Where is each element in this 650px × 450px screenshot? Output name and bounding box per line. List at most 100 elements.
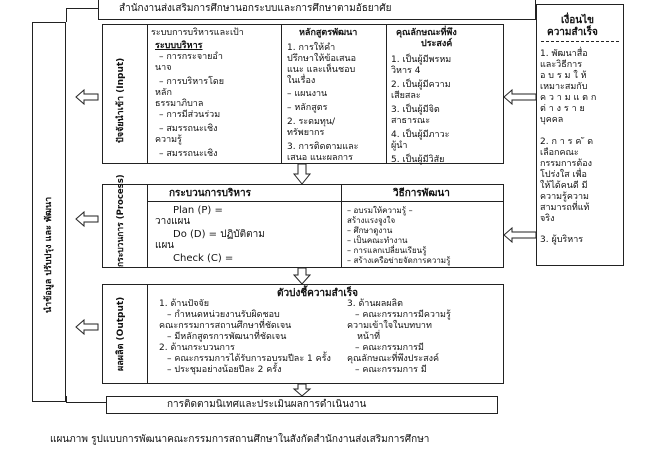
list-item: และวิธีการ <box>540 60 583 70</box>
list-item: วิหาร 4 <box>391 66 421 76</box>
monitoring-box: การติดตามนิเทศและประเมินผลการดำเนินงาน <box>106 396 498 414</box>
input-col1-header: ระบบการบริหารและเป้า <box>151 28 244 38</box>
output-label: ผลผลิต (Output) <box>116 296 126 371</box>
list-item: วางแผน <box>155 216 191 227</box>
input-col1-subheader: ระบบบริหาร <box>155 41 203 51</box>
list-item: แนะ และเห็นชอบ <box>287 65 356 75</box>
list-item: เสนอ แนะผลการ <box>287 153 353 163</box>
list-item: – การกระจายอำ <box>159 52 223 62</box>
list-item: ผู้นำ <box>391 141 408 151</box>
list-item: นาจ <box>155 63 172 73</box>
connector-bottom-left <box>66 402 106 404</box>
list-item: ค ว า ม แ ต ก <box>540 93 597 103</box>
success-conditions-box: เงื่อนไข ความสำเร็จ 1. พัฒนาสื่อ และวิธี… <box>536 4 624 266</box>
list-item: หน้าที่ <box>357 332 381 342</box>
list-item: 2. ด้านกระบวนการ <box>159 343 235 353</box>
list-item: ให้ได้คนดี มี <box>540 181 588 191</box>
list-item: ต่ า ง ร า ย <box>540 104 585 114</box>
list-item: สร้างแรงจูงใจ <box>347 216 396 225</box>
list-item: – อบรมให้ความรู้ – <box>347 206 413 215</box>
input-divider <box>147 25 149 163</box>
arrow-left-output <box>75 318 99 336</box>
list-item: – สมรรถนะเชิง <box>159 124 218 134</box>
list-item: 3. ผู้บริหาร <box>540 235 584 245</box>
process-col-div <box>341 185 343 267</box>
list-item: อ บ ร ม ใ ห้ <box>540 71 587 81</box>
input-col2-header: หลักสูตรพัฒนา <box>299 28 358 38</box>
process-label: กระบวนการ (Process) <box>116 174 126 267</box>
list-item: ความเข้าใจในบทบาท <box>347 321 432 331</box>
list-item: ความรู้ <box>155 135 182 145</box>
input-col-div-2 <box>386 25 388 163</box>
connector-top-left <box>66 8 98 10</box>
input-col3-header-2: ประสงค์ <box>421 39 453 49</box>
list-item: Check (C) = <box>173 253 234 264</box>
list-item: แผน <box>155 240 175 251</box>
connector-bottom-vert <box>66 396 68 403</box>
list-item: 3. ด้านผลผลิต <box>347 299 403 309</box>
left-feedback-box: นำข้อมูล ปรับปรุง และ พัฒนา <box>32 22 66 402</box>
list-item: – คณะกรรมการ มี <box>355 365 427 375</box>
figure-caption: แผนภาพ รูปแบบการพัฒนาคณะกรรมการสถานศึกษา… <box>50 434 430 445</box>
list-item: 2. เป็นผู้มีความ <box>391 80 451 90</box>
process-col1-header: กระบวนการบริหาร <box>169 188 251 199</box>
conditions-title-divider <box>541 41 619 42</box>
list-item: 5. เป็นผู้มีวิสัย <box>391 155 445 165</box>
list-item: ความรู้ความ <box>540 192 589 202</box>
top-banner-text: สำนักงานส่งเสริมการศึกษานอกระบบและการศึก… <box>119 3 392 14</box>
list-item: ปรึกษาให้ข้อเสนอ <box>287 54 356 64</box>
list-item: 2. ก า ร ค ั ด <box>540 137 594 147</box>
arrow-conditions-input <box>503 88 537 106</box>
output-divider <box>147 285 149 383</box>
list-item: หลัก <box>155 88 172 98</box>
list-item: ธรรมาภิบาล <box>155 99 204 109</box>
list-item: – หลักสูตร <box>287 103 328 113</box>
list-item: กรรมการต้อง <box>540 159 593 169</box>
list-item: 1. พัฒนาสื่อ <box>540 49 588 59</box>
list-item: – สร้างเครือข่ายจัดการความรู้ <box>347 256 451 265</box>
list-item: เสียสละ <box>391 91 421 101</box>
list-item: สาธารณะ <box>391 116 431 126</box>
list-item: 1. ด้านปัจจัย <box>159 299 210 309</box>
list-item: 3. การติดตามและ <box>287 142 359 152</box>
list-item: – คณะกรรมการมี <box>355 343 424 353</box>
list-item: เลือกคณะ <box>540 148 579 158</box>
input-col3-header: คุณลักษณะที่พึง <box>396 28 457 38</box>
conditions-title-2: ความสำเร็จ <box>547 27 598 38</box>
list-item: คณะกรรมการสถานศึกษาที่ชัดเจน <box>159 321 292 331</box>
list-item: สามารถที่แท้ <box>540 203 590 213</box>
list-item: – การแลกเปลี่ยนเรียนรู้ <box>347 246 427 255</box>
monitoring-text: การติดตามนิเทศและประเมินผลการดำเนินงาน <box>167 399 367 410</box>
arrow-conditions-process <box>503 226 537 244</box>
top-banner: สำนักงานส่งเสริมการศึกษานอกระบบและการศึก… <box>98 0 536 20</box>
list-item: – เป็นคณะทำงาน <box>347 236 408 245</box>
arrow-left-process <box>75 210 99 228</box>
list-item: บุคคล <box>540 115 564 125</box>
conditions-title: เงื่อนไข <box>561 15 595 26</box>
arrow-left-input <box>75 88 99 106</box>
arrow-down-output-bottom <box>292 383 312 397</box>
list-item: 1. การให้คำ <box>287 43 336 53</box>
input-label: ปัจจัยนำเข้า (Input) <box>116 57 126 143</box>
list-item: Do (D) = ปฏิบัติตาม <box>173 229 265 240</box>
process-header-line <box>147 201 503 203</box>
list-item: จริง <box>540 214 555 224</box>
list-item: 1. เป็นผู้มีพรหม <box>391 55 452 65</box>
list-item: – การมีส่วนร่วม <box>159 110 221 120</box>
list-item: คุณลักษณะที่พึงประสงค์ <box>347 354 439 364</box>
list-item: ในเรื่อง <box>287 76 316 86</box>
arrow-down-input-process <box>292 163 312 185</box>
input-col-div-1 <box>281 25 283 163</box>
list-item: – ประชุมอย่างน้อยปีละ 2 ครั้ง <box>167 365 282 375</box>
list-item: – แผนงาน <box>287 89 328 99</box>
process-section: กระบวนการ (Process) กระบวนการบริหาร Plan… <box>102 174 504 268</box>
list-item: – สมรรถนะเชิง <box>159 149 218 159</box>
list-item: – กำหนดหน่วยงานรับผิดชอบ <box>167 310 280 320</box>
input-section: ปัจจัยนำเข้า (Input) ระบบการบริหารและเป้… <box>102 24 504 165</box>
list-item: 4. เป็นผู้มีภาวะ <box>391 130 450 140</box>
list-item: – ศึกษาดูงาน <box>347 226 393 235</box>
arrow-down-process-output <box>292 267 312 285</box>
output-section: ผลผลิต (Output) ตัวบ่งชี้ความสำเร็จ 1. ด… <box>102 284 504 384</box>
process-col2-header: วิธีการพัฒนา <box>393 188 450 199</box>
connector-top-vert <box>66 8 68 22</box>
